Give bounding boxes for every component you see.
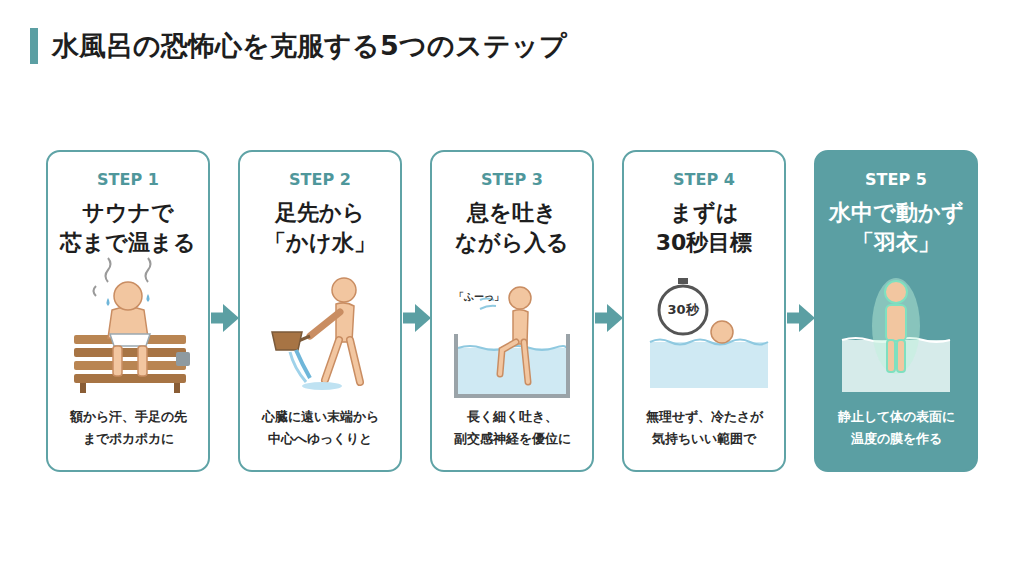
step-description: 無理せず、冷たさが 気持ちいい範囲で [630, 406, 778, 450]
step-number: STEP 3 [438, 170, 586, 189]
step-number: STEP 5 [822, 170, 970, 189]
step-number: STEP 2 [246, 170, 394, 189]
step-heading: 足先から 「かけ水」 [246, 198, 394, 258]
flow-arrow [595, 313, 607, 324]
step-description: 心臓に遠い末端から 中心へゆっくりと [246, 406, 394, 450]
step-description: 額から汗、手足の先 までポカポカに [54, 406, 202, 450]
diagram-title: 水風呂の恐怖心を克服する5つのステップ [52, 28, 567, 64]
title-bar [30, 28, 38, 64]
step-heading: 水中で動かず 「羽衣」 [822, 198, 970, 258]
step-card: STEP 3 息を吐き ながら入る長く細く吐き、 副交感神経を優位に [430, 150, 594, 472]
step-description: 静止して体の表面に 温度の膜を作る [822, 406, 970, 450]
step-number: STEP 1 [54, 170, 202, 189]
step-number: STEP 4 [630, 170, 778, 189]
step-description: 長く細く吐き、 副交感神経を優位に [438, 406, 586, 450]
step-card: STEP 4 まずは 30秒目標無理せず、冷たさが 気持ちいい範囲で [622, 150, 786, 472]
flow-arrow [403, 313, 415, 324]
step-heading: 息を吐き ながら入る [438, 198, 586, 258]
sauna-illustration [74, 258, 190, 393]
ladle-illustration [272, 278, 360, 390]
step-heading: サウナで 芯まで温まる [54, 198, 202, 258]
flow-arrow [211, 313, 223, 324]
timer-illustration [650, 278, 768, 388]
timer-label: 30秒 [667, 301, 698, 319]
breath-label: 「ふーっ」 [454, 290, 504, 304]
bath-entry-illustration [456, 287, 568, 396]
step-heading: まずは 30秒目標 [630, 198, 778, 258]
step-card: STEP 2 足先から 「かけ水」心臓に遠い末端から 中心へゆっくりと [238, 150, 402, 472]
step-card: STEP 5 水中で動かず 「羽衣」静止して体の表面に 温度の膜を作る [814, 150, 978, 472]
hagoromo-illustration [842, 278, 950, 392]
step-card: STEP 1 サウナで 芯まで温まる額から汗、手足の先 までポカポカに [46, 150, 210, 472]
flow-arrow [787, 313, 799, 324]
